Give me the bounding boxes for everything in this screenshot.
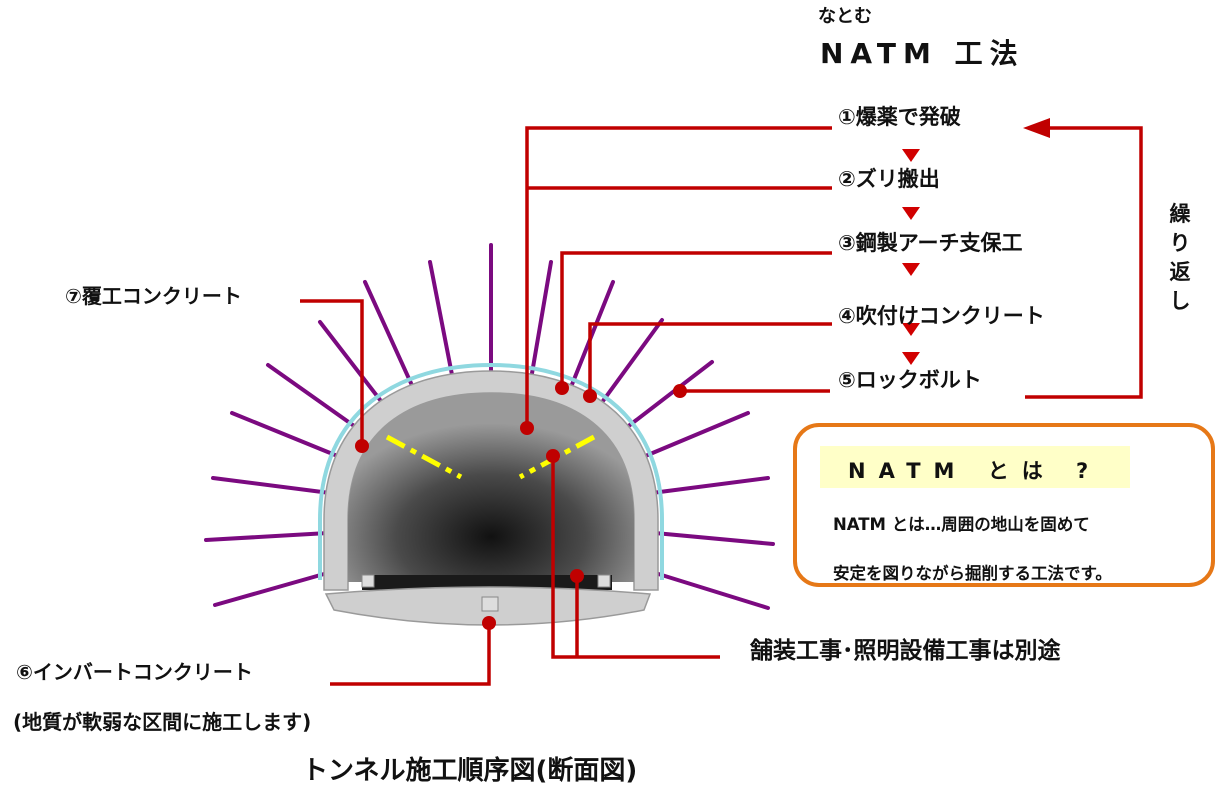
left-arrow-icon xyxy=(1023,118,1050,138)
leader-dot xyxy=(555,381,569,395)
rock-bolt xyxy=(528,260,553,387)
drain-box-left xyxy=(361,574,375,588)
rock-bolt xyxy=(318,320,386,407)
step-4-shotcrete: ④吹付けコンクリート xyxy=(838,304,1045,328)
tunnel-interior xyxy=(348,393,634,582)
rock-bolt xyxy=(428,260,456,387)
invert-note: (地質が軟弱な区間に施工します) xyxy=(13,710,312,734)
leader-dot xyxy=(673,384,687,398)
rock-bolt xyxy=(641,411,750,459)
leader-lines xyxy=(300,126,832,686)
diagram-caption: トンネル施工順序図(断面図) xyxy=(302,756,638,786)
leader-dots xyxy=(355,381,687,630)
step-6-invert-label: ⑥インバートコンクリート xyxy=(16,660,253,684)
down-arrow-icon xyxy=(902,323,920,336)
rock-bolt xyxy=(211,476,332,495)
rock-bolt xyxy=(650,570,770,610)
info-line-1: NATM とは…周囲の地山を固めて xyxy=(833,515,1090,534)
rock-bolt xyxy=(598,318,664,407)
rock-bolt xyxy=(653,531,775,546)
paving-note: 舗装工事･照明設備工事は別途 xyxy=(750,638,1061,664)
info-heading: NATM とは ? xyxy=(848,459,1102,483)
repeat-loop-arrow xyxy=(1023,118,1143,399)
page-title: NATM 工法 xyxy=(820,37,1025,70)
shotcrete-layer xyxy=(318,362,664,580)
info-line-2: 安定を図りながら掘削する工法です。 xyxy=(833,564,1112,583)
step-1-blasting: ①爆薬で発破 xyxy=(838,105,961,129)
rock-bolts xyxy=(204,243,775,610)
leader-dot xyxy=(546,449,560,463)
step-5-rock-bolt: ⑤ロックボルト xyxy=(838,368,982,392)
rock-bolt xyxy=(204,531,330,542)
leader-dot xyxy=(482,616,496,630)
leader-dot xyxy=(355,439,369,453)
down-arrow-icon xyxy=(902,263,920,276)
step-arrows xyxy=(902,149,920,365)
down-arrow-icon xyxy=(902,207,920,220)
repeat-label: 繰り返し xyxy=(1169,202,1191,313)
center-drain xyxy=(481,596,499,612)
leader-dot xyxy=(583,389,597,403)
rock-bolt xyxy=(230,411,342,459)
leader-dot xyxy=(570,569,584,583)
rock-bolt xyxy=(266,363,359,430)
step-2-muck-removal: ②ズリ搬出 xyxy=(838,167,940,191)
title-ruby: なとむ xyxy=(818,6,872,27)
drain-box-right xyxy=(597,574,611,588)
rock-bolt xyxy=(213,570,333,607)
down-arrow-icon xyxy=(902,149,920,162)
rock-bolt xyxy=(363,280,417,394)
info-heading-band: NATM とは ? xyxy=(820,446,1130,488)
leader-dot xyxy=(520,421,534,435)
step-7-lining-label: ⑦覆工コンクリート xyxy=(65,284,242,308)
down-arrow-icon xyxy=(902,352,920,365)
rock-bolt xyxy=(650,476,770,495)
rock-bolt xyxy=(624,360,714,430)
step-3-steel-arch: ③鋼製アーチ支保工 xyxy=(838,231,1023,255)
road-slab xyxy=(362,575,612,590)
